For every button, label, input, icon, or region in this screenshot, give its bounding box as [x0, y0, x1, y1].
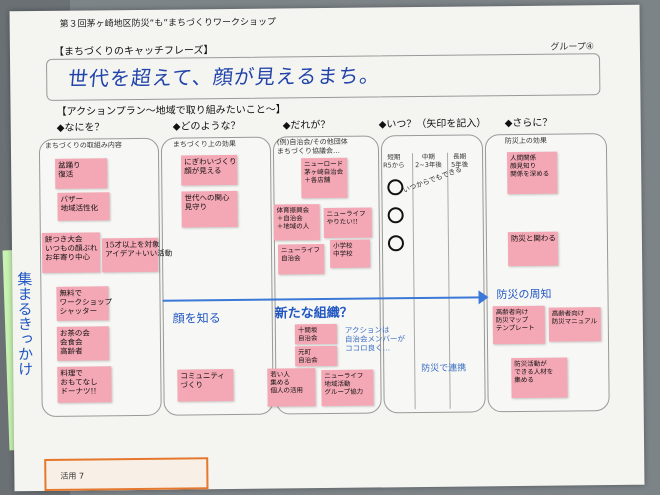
note-effect-2: 世代への関心 見守り: [181, 190, 238, 228]
note-what-7: 料理で おもてなし ドーナツ!!: [57, 366, 112, 403]
note-who-4: ニューライフ 自治会: [277, 244, 325, 275]
note-who-5: 小学校 中学校: [329, 239, 371, 268]
note-who-8: 若い人 集める 個人の活用: [267, 368, 316, 407]
when-mid: 中期 2~3年後: [415, 152, 442, 170]
note-who-3: ニューライフ やりたい!!: [323, 207, 372, 239]
note-who-2: 体育振興会 ＋自治会 ＋地域の人: [273, 204, 320, 241]
when-short: 短期 R5から: [383, 153, 405, 170]
action-plan-heading: 【アクションプラン～地域で取り組みたいこと～】: [56, 104, 286, 118]
disaster-handwriting: 防災の周知: [496, 287, 552, 302]
column-sub-who: (例)自治会/その他団体 まちづくり協議会…: [276, 137, 348, 156]
left-vertical-handwriting: 集まるきっかけ: [15, 271, 35, 377]
column-sub-what: まちづくりの取組み内容: [44, 141, 122, 150]
when-circle-3: [387, 235, 405, 252]
workshop-sheet: 第３回茅ヶ崎地区防災“も”まちづくりワークショップ 【まちづくりのキャッチフレー…: [9, 4, 645, 492]
note-what-4: 15才以上を対象 アイデア＋いい活動: [101, 237, 172, 273]
column-head-further: ◆さらに？: [504, 117, 553, 130]
note-further-2: 防災と関わる: [507, 231, 559, 267]
column-head-who: ◆だれが？: [282, 119, 331, 132]
catchphrase-heading: 【まちづくりのキャッチフレーズ】: [53, 45, 214, 58]
note-what-2: バザー 地域活性化: [57, 192, 110, 221]
column-head-effect: ◆どのような？: [172, 120, 241, 133]
note-who-6: 十間坂 自治会: [294, 323, 338, 345]
column-head-when: ◆いつ？（矢印を記入）: [378, 118, 487, 131]
note1-handwriting: アクションは 自治会メンバーが ココロ良く…: [344, 325, 406, 353]
when-circle-2: [387, 207, 404, 224]
note-further-1: 人間関係 顔見知り 関係を深める: [507, 151, 558, 195]
effect-handwriting: 顔を知る: [172, 311, 221, 326]
note-who-1: ニューロード 茅ヶ崎自治会 ＋各店舗: [301, 157, 348, 199]
group-label: グループ④: [550, 42, 594, 53]
sheet-title: 第３回茅ヶ崎地区防災“も”まちづくりワークショップ: [59, 17, 277, 30]
note-what-6: お茶の会 会食会 高齢者: [56, 326, 110, 361]
note-what-1: 盆踊り 復活: [55, 158, 108, 189]
note-who-9: ニューライフ 地域活動 グループ協力: [321, 369, 374, 407]
column-head-what: ◆なにを？: [56, 122, 105, 134]
new-org-handwriting: 新たな組織？: [274, 305, 353, 322]
note-what-3: 餅つき大会 いつもの顔ぶれ お年寄り中心: [41, 232, 101, 273]
note-what-5: 無料で ワークショップ シャッター: [56, 286, 112, 321]
footer-label: 活用 7: [60, 471, 85, 481]
column-sub-further: 防災上の効果: [504, 136, 547, 146]
note-effect-1: にぎわいづくり 顔が見える: [181, 154, 238, 186]
note-further-3: 高齢者向け 防災マップ テンプレート: [492, 305, 546, 345]
column-sub-effect: まちづくり上の効果: [172, 139, 236, 149]
catchphrase-handwritten: 世代を超えて、顔が見えるまち。: [66, 63, 382, 91]
note-further-4: 高齢者向け 防災マニュアル: [548, 307, 601, 342]
note-further-5: 防災活動が できる人材を 集める: [511, 357, 568, 399]
arrow-head-icon: [478, 290, 489, 305]
note-who-7: 元町 自治会: [295, 345, 338, 367]
note-effect-3: コミュニティ づくり: [177, 368, 234, 402]
note2-handwriting: 防災で連携: [421, 363, 467, 375]
